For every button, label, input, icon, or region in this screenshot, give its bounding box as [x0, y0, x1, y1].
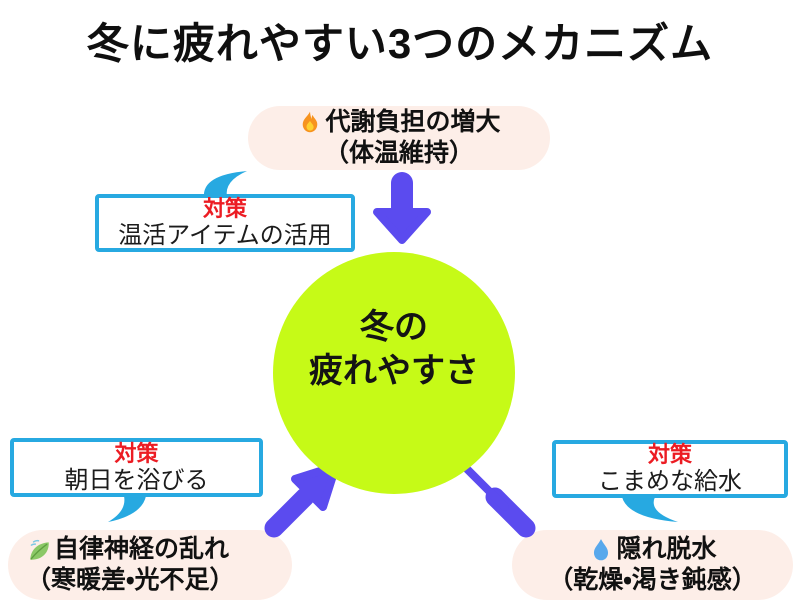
countermeasure-text-warming: 温活アイテムの活用: [118, 222, 332, 249]
cause-dehydration-text: 隠れ脱水: [616, 535, 717, 563]
cause-pill-dehydration: 隠れ脱水 （乾燥・渇き鈍感）: [512, 530, 793, 600]
cause-metabolic-text: 代謝負担の増大: [325, 108, 501, 136]
leaf-icon: [26, 537, 52, 563]
bubble-tail-bottom-right: [622, 497, 678, 522]
cause-pill-autonomic: 自律神経の乱れ （寒暖差・光不足）: [8, 530, 292, 600]
center-circle-line1: 冬の: [360, 308, 428, 346]
center-circle-label: 冬の 疲れやすさ: [309, 305, 479, 393]
cause-pill-metabolic: 代謝負担の増大 （体温維持）: [248, 106, 550, 170]
page-title: 冬に疲れやすい3つのメカニズム: [86, 20, 714, 67]
countermeasure-text-sunlight: 朝日を浴びる: [64, 466, 209, 494]
cause-autonomic-text: 自律神経の乱れ: [54, 535, 230, 563]
fire-icon: [297, 110, 323, 136]
cause-dehydration-subtext: （乾燥・渇き鈍感）: [548, 566, 757, 594]
center-circle-line2: 疲れやすさ: [309, 352, 479, 390]
countermeasure-box-warming: 対策 温活アイテムの活用: [95, 194, 355, 252]
countermeasure-label: 対策: [202, 196, 247, 221]
arrow-down-icon: [373, 172, 431, 244]
bubble-tail-bottom-left: [108, 496, 146, 522]
countermeasure-label: 対策: [647, 442, 692, 467]
arrow-up-right-icon: [264, 462, 340, 538]
center-circle: 冬の 疲れやすさ: [273, 252, 515, 494]
cause-metabolic-subtext: （体温維持）: [323, 139, 474, 167]
countermeasure-text-hydration: こまめな給水: [598, 468, 742, 495]
countermeasure-box-sunlight: 対策 朝日を浴びる: [10, 438, 263, 497]
arrow-up-left-icon: [460, 462, 536, 538]
countermeasure-box-hydration: 対策 こまめな給水: [552, 440, 788, 498]
droplet-icon: [588, 537, 614, 563]
cause-autonomic-subtext: （寒暖差・光不足）: [26, 566, 235, 594]
countermeasure-label: 対策: [114, 440, 159, 466]
